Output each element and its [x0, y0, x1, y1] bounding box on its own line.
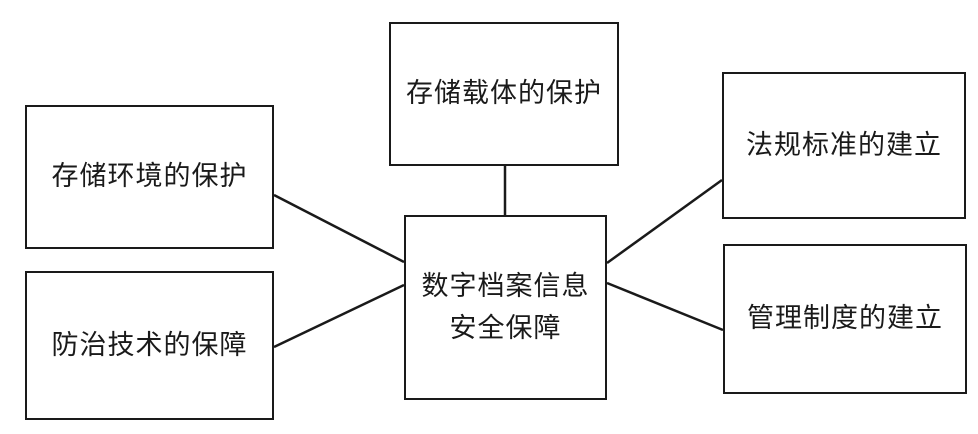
node-storage-environment: 存储环境的保护: [25, 105, 274, 249]
node-label: 法规标准的建立: [746, 129, 942, 161]
connector-lower-left: [273, 283, 405, 349]
connector-lower-right: [606, 281, 724, 332]
node-regulations-standards: 法规标准的建立: [722, 72, 966, 219]
center-label-line1: 数字档案信息: [421, 270, 590, 302]
center-label-line2: 安全保障: [449, 312, 562, 344]
node-label: 存储环境的保护: [51, 161, 248, 193]
connector-upper-left: [273, 193, 405, 264]
node-label: 管理制度的建立: [747, 303, 943, 335]
node-label: 存储载体的保护: [406, 78, 602, 110]
node-label: 防治技术的保障: [51, 329, 248, 361]
node-prevention-technology: 防治技术的保障: [25, 271, 274, 420]
connector-upper-right: [606, 178, 723, 265]
node-center: 数字档案信息 安全保障: [404, 215, 607, 400]
node-storage-medium: 存储载体的保护: [389, 22, 619, 166]
node-management-system: 管理制度的建立: [723, 244, 967, 394]
